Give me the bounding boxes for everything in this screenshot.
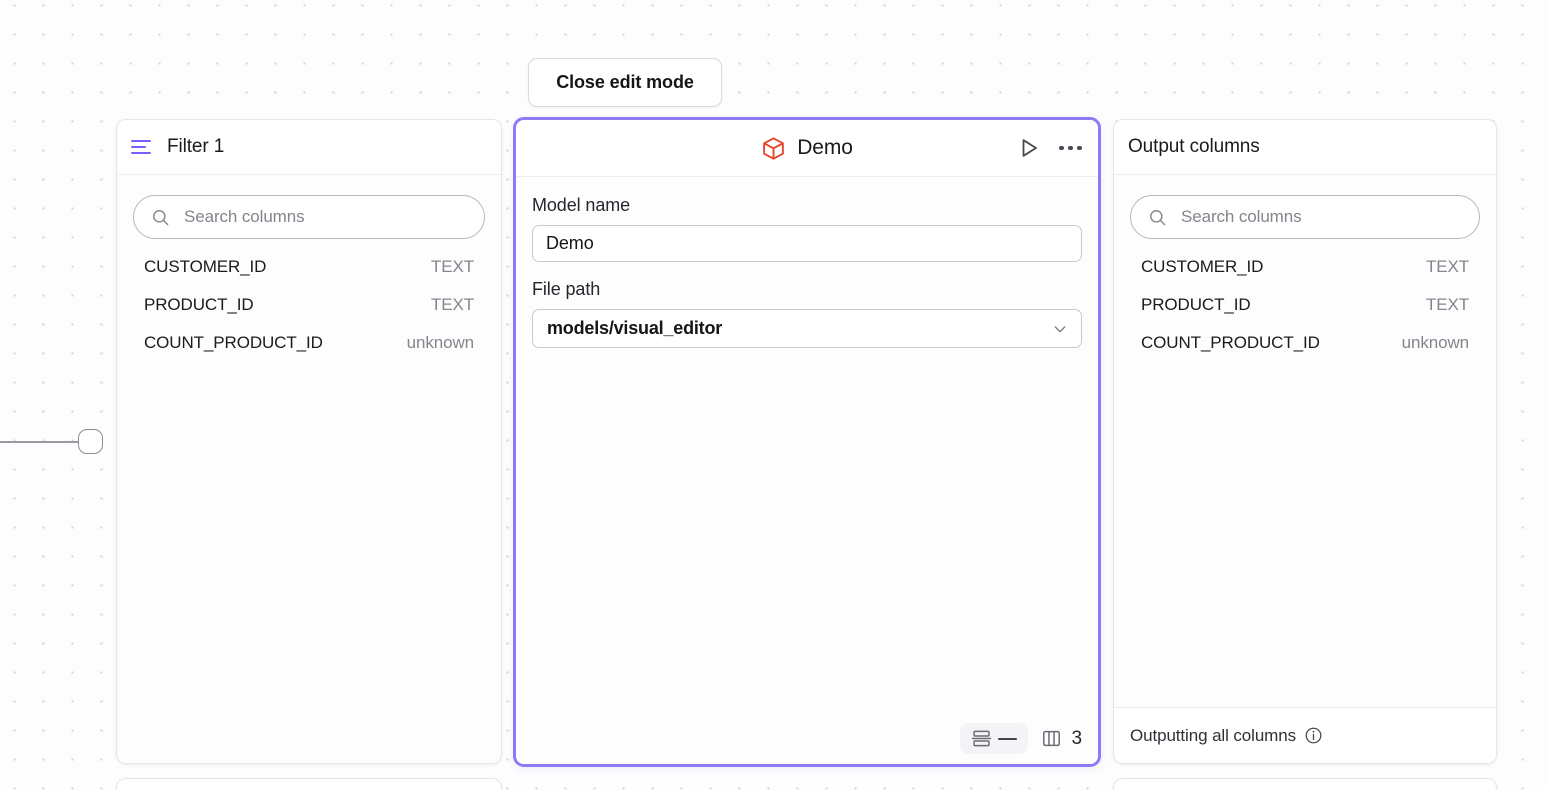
column-type: unknown [406, 333, 474, 352]
more-horizontal-icon[interactable] [1057, 140, 1084, 157]
output-node-header: Output columns [1114, 120, 1496, 175]
model-node-header: Demo [516, 120, 1098, 177]
rows-icon[interactable] [971, 728, 992, 749]
next-output-panel[interactable] [1113, 778, 1497, 790]
row-count-group[interactable] [959, 723, 1028, 754]
model-node-actions [1017, 120, 1084, 176]
model-stats-bar: 3 [959, 723, 1082, 754]
filter-column-list: CUSTOMER_ID TEXT PRODUCT_ID TEXT COUNT_P… [133, 257, 485, 371]
model-name-label: Model name [532, 195, 631, 215]
filter-search-input[interactable]: Search columns [133, 195, 485, 239]
model-form: Model name Demo File path models/visual_… [516, 177, 1098, 348]
edge-endpoint-handle[interactable] [78, 429, 103, 454]
table-row[interactable]: PRODUCT_ID TEXT [1130, 295, 1480, 333]
file-path-label: File path [532, 279, 601, 299]
filter-icon [131, 139, 153, 155]
output-search-input[interactable]: Search columns [1130, 195, 1480, 239]
table-row[interactable]: CUSTOMER_ID TEXT [1130, 257, 1480, 295]
cube-icon [763, 136, 784, 160]
column-type: TEXT [430, 295, 474, 314]
model-node-title: Demo [797, 136, 853, 159]
column-count-group[interactable]: 3 [1041, 728, 1082, 750]
search-icon [1150, 209, 1166, 225]
filter-node-title: Filter 1 [167, 136, 225, 157]
column-count-value: 3 [1071, 727, 1083, 749]
model-node-body: Model name Demo File path models/visual_… [516, 177, 1098, 764]
output-node-footer: Outputting all columns [1114, 707, 1496, 763]
columns-icon[interactable] [1041, 728, 1062, 749]
column-name: COUNT_PRODUCT_ID [144, 333, 323, 352]
column-type: TEXT [430, 257, 474, 276]
column-name: PRODUCT_ID [144, 295, 254, 314]
flow-edge [0, 441, 82, 443]
info-icon[interactable] [1304, 726, 1323, 745]
column-type: unknown [1401, 333, 1469, 352]
row-count-value [997, 737, 1017, 740]
filter-node-panel[interactable]: Filter 1 Search columns CUSTOMER_ID TEXT… [116, 119, 502, 764]
play-icon[interactable] [1017, 136, 1041, 160]
table-row[interactable]: CUSTOMER_ID TEXT [133, 257, 485, 295]
output-node-body: Search columns CUSTOMER_ID TEXT PRODUCT_… [1114, 175, 1496, 763]
column-name: COUNT_PRODUCT_ID [1141, 333, 1320, 352]
column-name: CUSTOMER_ID [144, 257, 267, 276]
output-node-title: Output columns [1128, 136, 1260, 157]
column-name: PRODUCT_ID [1141, 295, 1251, 314]
file-path-select[interactable]: models/visual_editor [532, 309, 1082, 348]
next-node-panel[interactable] [116, 778, 502, 790]
column-type: TEXT [1425, 295, 1469, 314]
chevron-down-icon [1054, 325, 1066, 332]
filter-search-placeholder: Search columns [184, 207, 305, 226]
table-row[interactable]: COUNT_PRODUCT_ID unknown [133, 333, 485, 371]
output-column-list: CUSTOMER_ID TEXT PRODUCT_ID TEXT COUNT_P… [1130, 257, 1480, 371]
model-node-panel[interactable]: Demo Model name Demo File path models/vi… [513, 117, 1101, 767]
model-name-input[interactable]: Demo [532, 225, 1082, 262]
filter-node-body: Search columns CUSTOMER_ID TEXT PRODUCT_… [117, 175, 501, 763]
outputting-all-columns-label: Outputting all columns [1130, 725, 1296, 745]
column-name: CUSTOMER_ID [1141, 257, 1264, 276]
table-row[interactable]: COUNT_PRODUCT_ID unknown [1130, 333, 1480, 371]
filter-node-header: Filter 1 [117, 120, 501, 175]
file-path-value: models/visual_editor [547, 318, 723, 338]
output-columns-panel[interactable]: Output columns Search columns CUSTOMER_I… [1113, 119, 1497, 764]
output-search-placeholder: Search columns [1181, 207, 1302, 226]
table-row[interactable]: PRODUCT_ID TEXT [133, 295, 485, 333]
column-type: TEXT [1425, 257, 1469, 276]
search-icon [153, 209, 169, 225]
close-edit-mode-button[interactable]: Close edit mode [528, 58, 722, 107]
